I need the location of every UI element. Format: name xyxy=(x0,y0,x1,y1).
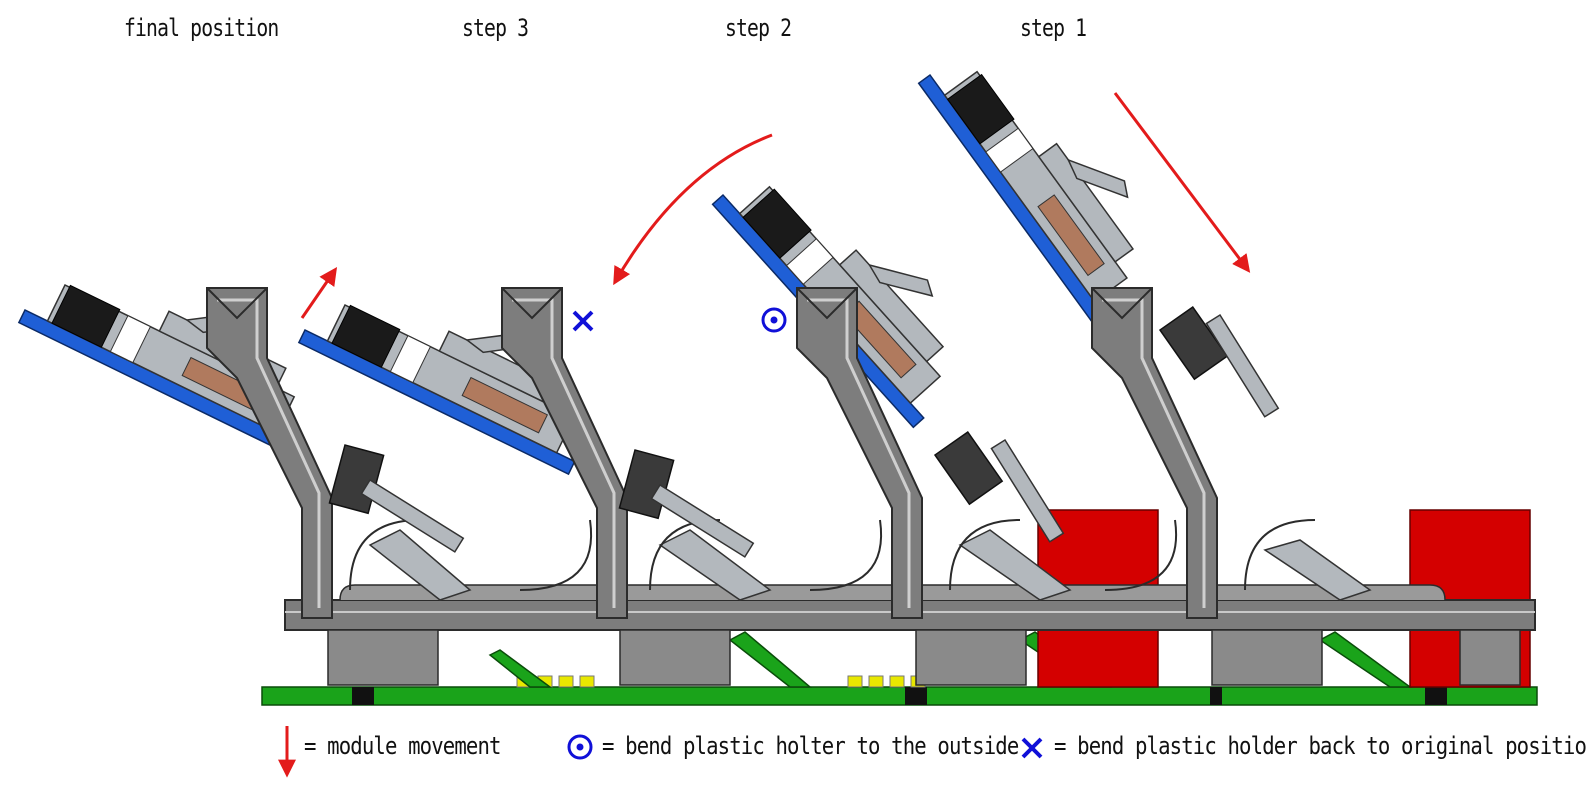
legend-bend-out-icon xyxy=(567,734,593,760)
bend-out-circle-icon xyxy=(761,307,787,333)
legend-module-movement: = module movement xyxy=(304,732,501,760)
pin-step2 xyxy=(990,438,1065,543)
label-step-1: step 1 xyxy=(1020,14,1087,42)
pin-final xyxy=(360,478,465,553)
pin-step3 xyxy=(650,483,755,558)
yellow-pads xyxy=(516,675,926,688)
label-final-position: final position xyxy=(124,14,279,42)
movement-arrow-step1 xyxy=(1113,92,1251,273)
label-step-3: step 3 xyxy=(462,14,529,42)
holder-step3 xyxy=(500,286,629,620)
legend-bend-back: = bend plastic holder back to original p… xyxy=(1054,732,1586,760)
clip-step2 xyxy=(934,431,1003,505)
legend-bend-back-icon xyxy=(1021,737,1043,759)
lower-clips xyxy=(368,529,1372,601)
pcb-connectors xyxy=(352,687,1447,705)
legend-bend-outside: = bend plastic holter to the outside xyxy=(602,732,1019,760)
movement-arrow-step3 xyxy=(300,267,338,319)
label-step-2: step 2 xyxy=(725,14,792,42)
holder-arches xyxy=(349,519,1316,591)
pcb-base xyxy=(261,686,1538,706)
movement-arrow-step2 xyxy=(613,133,773,286)
bend-back-x-icon xyxy=(572,310,594,332)
pin-step1 xyxy=(1205,313,1280,418)
module-step1 xyxy=(917,18,1184,327)
